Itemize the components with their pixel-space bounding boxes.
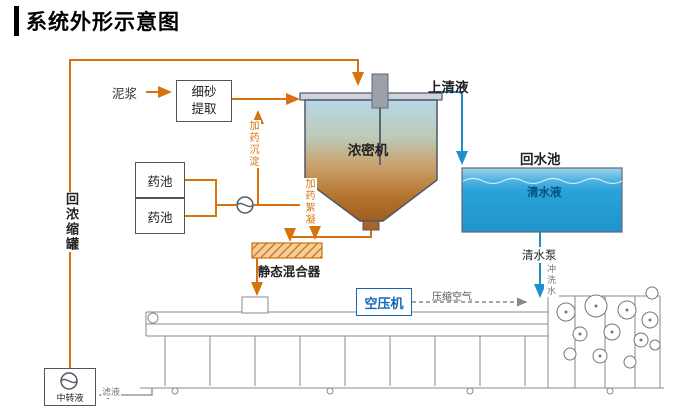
water-flow-lines bbox=[437, 91, 546, 298]
compressed-air-label: 压缩空气 bbox=[432, 292, 472, 303]
belt-filter-press bbox=[140, 286, 664, 395]
chemical-tank-2-box: 药池 bbox=[135, 198, 185, 234]
return-water-pool bbox=[461, 167, 623, 233]
clear-water-label: 清水液 bbox=[527, 187, 562, 199]
feed-pipe bbox=[371, 73, 389, 109]
sand-extraction-box: 细砂提取 bbox=[176, 80, 232, 122]
static-mixer-label: 静态混合器 bbox=[257, 265, 321, 279]
page-title: 系统外形示意图 bbox=[14, 6, 180, 36]
filtrate-label: 滤液 bbox=[101, 385, 122, 398]
static-mixer-body bbox=[251, 242, 323, 259]
transfer-liquid-label: 中转液 bbox=[56, 393, 84, 403]
dosing-sedimentation-label: 加药沉淀 bbox=[244, 120, 261, 168]
return-pool-label: 回水池 bbox=[520, 152, 561, 167]
air-compressor-label: 空压机 bbox=[364, 295, 404, 311]
thickener-label: 浓密机 bbox=[347, 143, 389, 158]
transfer-pump-box: 中转液 bbox=[44, 368, 96, 406]
mud-label: 泥浆 bbox=[112, 87, 138, 101]
air-compressor-box: 空压机 bbox=[356, 288, 412, 316]
chemical-tank-1-label: 药池 bbox=[147, 174, 173, 189]
thickener-tank bbox=[299, 73, 443, 231]
sand-extraction-label: 细砂提取 bbox=[191, 85, 217, 116]
chemical-tank-2-label: 药池 bbox=[147, 210, 173, 225]
flush-water-label: 冲洗水 bbox=[544, 264, 559, 297]
clear-water-pump-label: 清水泵 bbox=[521, 247, 558, 263]
dosing-flocculation-label: 加药絮凝 bbox=[300, 178, 317, 226]
return-concentrate-tank-label: 回浓缩罐 bbox=[61, 192, 82, 252]
supernatant-label: 上清液 bbox=[428, 80, 469, 95]
transfer-pump-icon bbox=[60, 372, 78, 390]
chemical-tank-1-box: 药池 bbox=[135, 162, 185, 198]
chemical-pump-icon bbox=[236, 196, 254, 214]
